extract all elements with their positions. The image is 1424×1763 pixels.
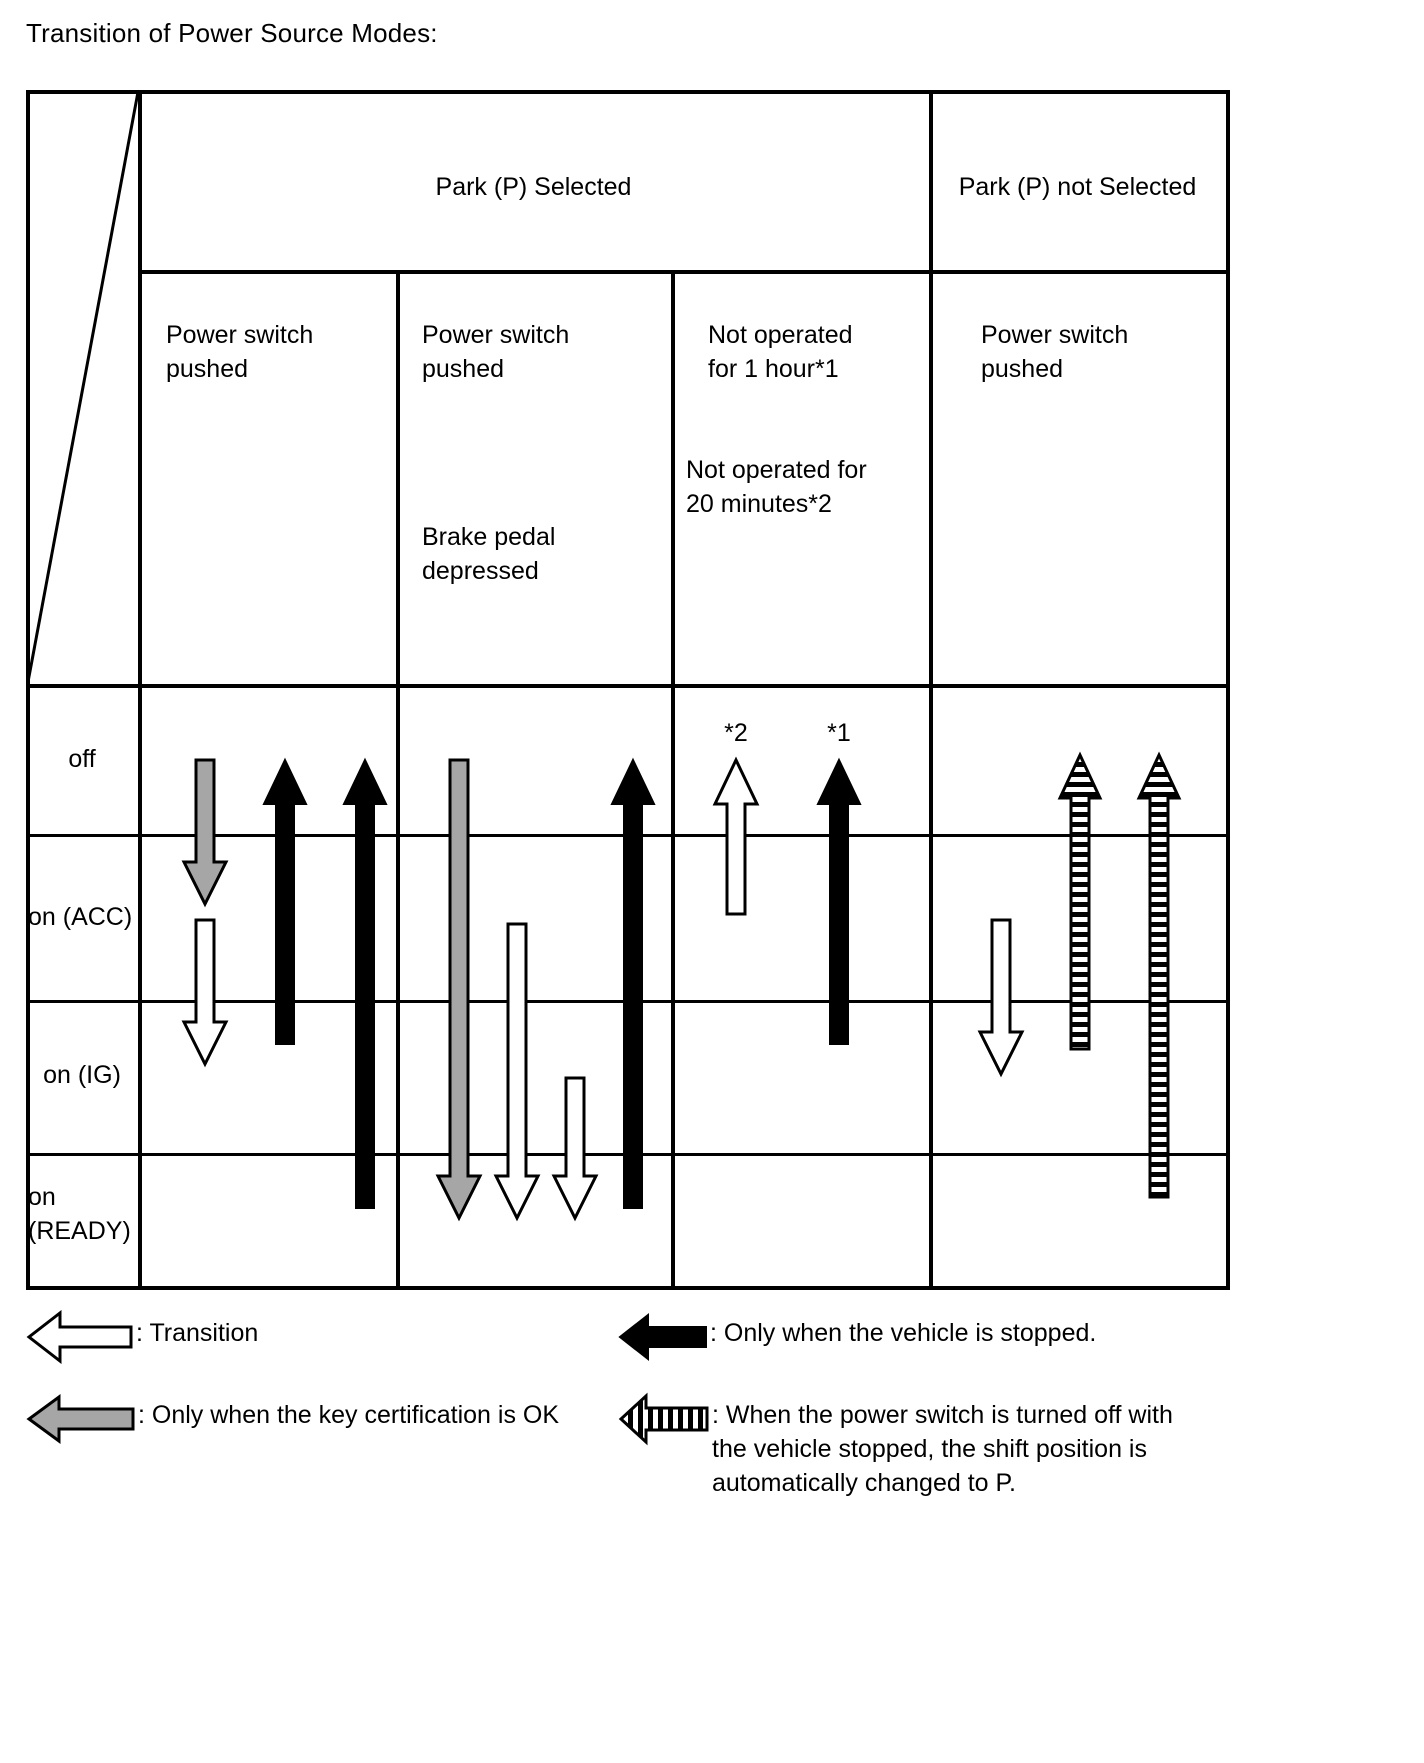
row-label-on-acc: on (ACC) [28,903,133,931]
arrow-black-up-ig-to-off-star1 [816,757,862,1046]
legend-item-transition: : Transition [26,1309,259,1369]
legend-label-auto-shift-to-p: : When the power switch is turned off wi… [712,1401,1173,1497]
arrow-outline-up-acc-to-off-star2 [712,756,760,916]
grid-vline-col3-col4 [929,90,933,1290]
legend-item-key-certification: : Only when the key certification is OK [26,1392,559,1451]
page-title: Transition of Power Source Modes: [26,18,438,48]
grid-hline-group-cond [138,270,1230,274]
legend-label-vehicle-stopped: : Only when the vehicle is stopped. [710,1319,1097,1347]
grid-vline-rowlabel [138,90,142,1290]
arrow-hatched-up-ig-to-off [1057,751,1103,1052]
grid-vline-col1-col2 [396,270,400,1290]
grid-vline-col2-col3 [671,270,675,1290]
corner-diagonal [26,90,166,684]
row-label-on-ig: on (IG) [43,1061,121,1089]
arrow-black-up-ready-to-off-brake [610,757,656,1210]
arrow-gray-down-off-to-acc [181,758,229,908]
annotation-star2: *2 [724,719,748,747]
row-label-on-ready: on (READY) [28,1183,131,1245]
arrow-gray-down-off-to-ready [435,758,483,1222]
legend-label-key-certification: : Only when the key certification is OK [138,1401,560,1429]
header-group-park-not-selected: Park (P) not Selected [958,173,1197,201]
condition-col3-line1: Not operated for 1 hour*1 [708,321,853,383]
arrow-outline-down-acc-to-ready [493,922,541,1222]
table-border [26,90,1230,1290]
legend-label-transition: : Transition [136,1319,259,1347]
condition-col4-line1: Power switch pushed [981,321,1129,383]
legend-item-auto-shift-to-p: : When the power switch is turned off wi… [618,1392,1173,1500]
grid-hline-header-body [26,684,1230,688]
arrow-outline-down-acc-to-ig [181,918,229,1068]
condition-col2-line2: Brake pedal depressed [422,523,556,585]
arrow-solid-left-icon [618,1310,708,1369]
arrow-hatched-left-icon [618,1392,710,1451]
row-label-off: off [68,745,96,773]
arrow-black-up-acc-to-off [262,757,308,1046]
legend-item-vehicle-stopped: : Only when the vehicle is stopped. [618,1310,1096,1369]
annotation-star1: *1 [827,719,851,747]
arrow-hatched-up-ready-to-off [1136,751,1182,1200]
condition-col3-line2: Not operated for 20 minutes*2 [686,456,867,518]
condition-col2-line1: Power switch pushed [422,321,570,383]
arrow-outline-left-icon [26,1309,134,1369]
condition-col1-line1: Power switch pushed [166,321,314,383]
power-mode-transition-table: Park (P) Selected Park (P) not Selected … [26,90,1230,1290]
arrow-outline-down-acc-to-ig-nopark [977,918,1025,1078]
header-group-park-selected: Park (P) Selected [435,173,632,201]
arrow-black-up-ready-to-off [342,757,388,1210]
arrow-gray-left-icon [26,1392,136,1451]
arrow-outline-down-ig-to-ready [551,1076,599,1222]
